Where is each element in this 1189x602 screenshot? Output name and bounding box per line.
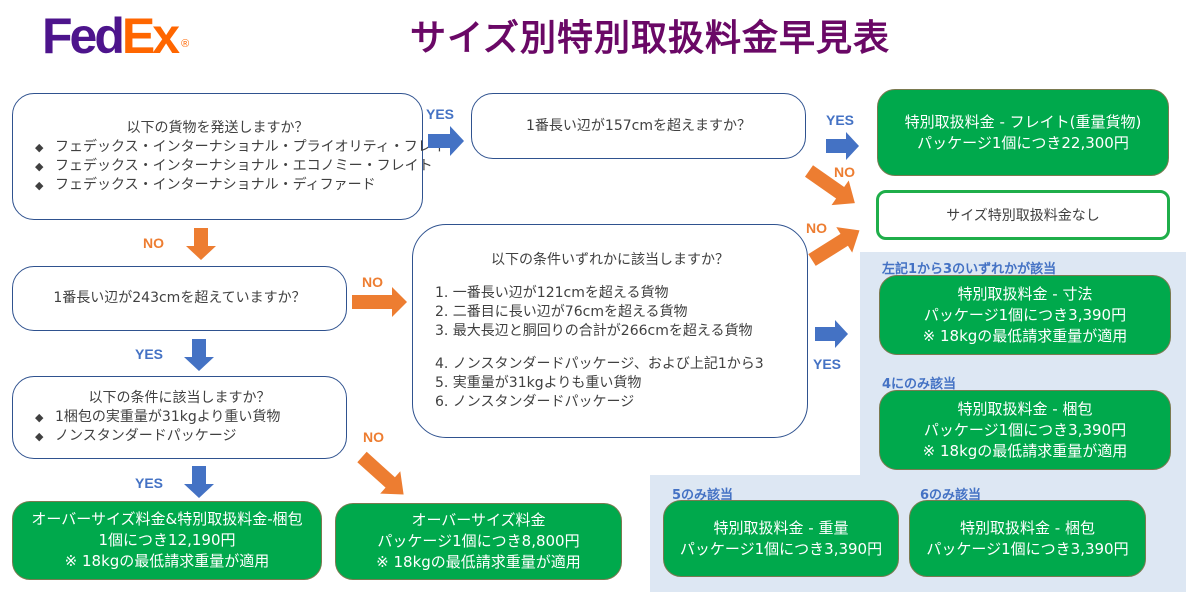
category-label-5: 5のみ該当 — [672, 488, 734, 503]
question-title: 以下の条件に該当しますか？ — [88, 390, 271, 406]
conditions-list-b: 4. ノンスタンダードパッケージ、および上記1から3 5. 実重量が31kgより… — [413, 355, 807, 412]
result-line: パッケージ1個につき8,800円 — [377, 532, 580, 550]
registered-mark: ® — [181, 38, 190, 50]
list-item: ◆フェデックス・インターナショナル・ディファード — [35, 176, 376, 193]
question-list: ◆フェデックス・インターナショナル・プライオリティ・フレイト ◆フェデックス・イ… — [13, 138, 460, 195]
result-line: オーバーサイズ料金&特別取扱料金-梱包 — [31, 510, 303, 528]
list-item: 6. ノンスタンダードパッケージ — [435, 393, 635, 410]
page-title: サイズ別特別取扱料金早見表 — [410, 18, 890, 59]
question-weight-nonstandard: 以下の条件に該当しますか？ ◆1梱包の実重量が31kgより重い貨物 ◆ノンスタン… — [12, 376, 347, 459]
result-line: パッケージ1個につき3,390円 — [926, 539, 1129, 558]
question-title: 1番長い辺が243cmを超えていますか？ — [53, 290, 306, 306]
label-no-q2: NO — [834, 164, 855, 180]
diamond-bullet-icon: ◆ — [35, 178, 44, 192]
result-line: パッケージ1個につき3,390円 — [679, 539, 883, 558]
list-item: 1. 一番長い辺が121cmを超える貨物 — [435, 284, 669, 301]
arrow-diagonal-down-icon — [357, 451, 404, 495]
list-item: 4. ノンスタンダードパッケージ、および上記1から3 — [435, 355, 764, 372]
question-freight-service: 以下の貨物を発送しますか？ ◆フェデックス・インターナショナル・プライオリティ・… — [12, 93, 460, 220]
fedex-logo: FedEx® — [42, 6, 189, 74]
list-item: 5. 実重量が31kgよりも重い貨物 — [435, 374, 642, 391]
arrow-down-icon — [186, 228, 216, 260]
diamond-bullet-icon: ◆ — [35, 430, 44, 443]
result-oversize: オーバーサイズ料金 パッケージ1個につき8,800円 ※ 18kgの最低請求重量… — [335, 503, 622, 580]
list-item: 3. 最大長辺と胴回りの合計が266cmを超える貨物 — [435, 322, 753, 339]
category-label-6: 6のみ該当 — [920, 488, 982, 503]
result-none: サイズ特別取扱料金なし — [876, 190, 1170, 240]
label-no-q4: NO — [363, 429, 384, 445]
arrow-right-icon — [815, 320, 848, 348]
arrow-down-icon — [184, 339, 214, 371]
result-line: パッケージ1個につき3,390円 — [923, 305, 1127, 324]
result-line: ※ 18kgの最低請求重量が適用 — [922, 326, 1128, 345]
result-freight: 特別取扱料金 - フレイト(重量貨物) パッケージ1個につき22,300円 — [877, 89, 1169, 176]
result-line: パッケージ1個につき22,300円 — [917, 133, 1129, 152]
result-line: 特別取扱料金 - フレイト(重量貨物) — [904, 112, 1142, 131]
arrow-diagonal-down-icon — [804, 165, 855, 206]
result-line: オーバーサイズ料金 — [411, 511, 546, 529]
arrow-right-icon — [428, 126, 464, 156]
logo-ex: Ex — [121, 8, 180, 64]
diamond-bullet-icon: ◆ — [35, 411, 44, 424]
result-dimension: 特別取扱料金 - 寸法 パッケージ1個につき3,390円 ※ 18kgの最低請求… — [879, 275, 1171, 355]
result-weight-5: 特別取扱料金 - 重量 パッケージ1個につき3,390円 — [663, 500, 899, 577]
result-packaging-6: 特別取扱料金 - 梱包 パッケージ1個につき3,390円 — [909, 500, 1146, 577]
result-packaging-4: 特別取扱料金 - 梱包 パッケージ1個につき3,390円 ※ 18kgの最低請求… — [879, 390, 1171, 470]
result-line: 特別取扱料金 - 重量 — [713, 518, 849, 537]
conditions-list-a: 1. 一番長い辺が121cmを超える貨物 2. 二番目に長い辺が76cmを超える… — [413, 284, 807, 341]
category-label-dimension: 左記1から3のいずれかが該当 — [882, 262, 1057, 277]
result-line: パッケージ1個につき3,390円 — [923, 420, 1127, 439]
arrow-right-icon — [826, 132, 859, 160]
label-yes-q1: YES — [426, 106, 455, 122]
list-item: ◆フェデックス・インターナショナル・プライオリティ・フレイト — [35, 138, 460, 155]
result-line: ※ 18kgの最低請求重量が適用 — [376, 553, 581, 571]
question-title: 1番長い辺が157cmを超えますか？ — [526, 117, 751, 134]
result-line: 特別取扱料金 - 梱包 — [957, 399, 1093, 418]
result-line: 1個につき12,190円 — [98, 531, 236, 549]
label-yes-q5: YES — [813, 356, 842, 372]
label-no-q1: NO — [143, 235, 164, 251]
label-yes-q4: YES — [135, 475, 164, 491]
logo-fed: Fed — [42, 8, 125, 64]
result-line: サイズ特別取扱料金なし — [946, 208, 1100, 224]
question-title: 以下の条件いずれかに該当しますか？ — [491, 251, 729, 268]
result-oversize-packaging: オーバーサイズ料金&特別取扱料金-梱包 1個につき12,190円 ※ 18kgの… — [12, 501, 322, 580]
result-line: ※ 18kgの最低請求重量が適用 — [64, 552, 270, 570]
label-no-q5: NO — [806, 220, 827, 236]
result-line: ※ 18kgの最低請求重量が適用 — [922, 441, 1128, 460]
diamond-bullet-icon: ◆ — [35, 140, 44, 154]
arrow-right-icon — [352, 287, 407, 317]
question-157cm: 1番長い辺が157cmを超えますか？ — [471, 93, 806, 159]
result-line: 特別取扱料金 - 寸法 — [957, 284, 1093, 303]
list-item: ◆ノンスタンダードパッケージ — [35, 428, 237, 444]
category-label-4: 4にのみ該当 — [882, 377, 957, 392]
diamond-bullet-icon: ◆ — [35, 159, 44, 173]
question-conditions: 以下の条件いずれかに該当しますか？ 1. 一番長い辺が121cmを超える貨物 2… — [412, 224, 808, 438]
question-title: 以下の貨物を発送しますか？ — [126, 119, 309, 136]
label-no-q3: NO — [362, 274, 383, 290]
list-item: ◆1梱包の実重量が31kgより重い貨物 — [35, 409, 281, 425]
label-yes-q2: YES — [826, 112, 855, 128]
arrow-diagonal-up-icon — [808, 227, 860, 266]
list-item: ◆フェデックス・インターナショナル・エコノミー・フレイト — [35, 157, 433, 174]
question-list: ◆1梱包の実重量が31kgより重い貨物 ◆ノンスタンダードパッケージ — [13, 408, 346, 446]
label-yes-q3: YES — [135, 346, 164, 362]
list-item: 2. 二番目に長い辺が76cmを超える貨物 — [435, 303, 688, 320]
result-line: 特別取扱料金 - 梱包 — [960, 518, 1095, 537]
question-243cm: 1番長い辺が243cmを超えていますか？ — [12, 266, 347, 331]
arrow-down-icon — [184, 466, 214, 498]
